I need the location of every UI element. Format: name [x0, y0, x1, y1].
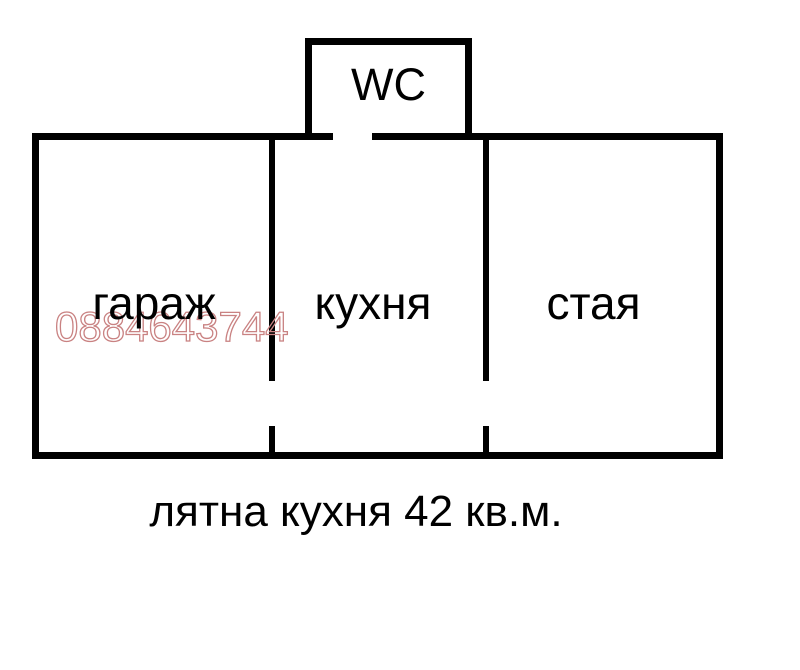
wall-wc-left [305, 38, 312, 140]
caption: лятна кухня 42 кв.м. [149, 487, 563, 536]
wall-divider-right-lower [483, 426, 489, 452]
wall-main-top-right [372, 133, 723, 140]
wall-wc-top [305, 38, 472, 45]
wall-main-top-left [32, 133, 333, 140]
wall-divider-left-upper [269, 140, 275, 381]
room-label-living: стая [546, 277, 641, 329]
wall-divider-left-lower [269, 426, 275, 452]
room-label-kitchen: кухня [314, 277, 432, 329]
room-label-wc: WC [351, 59, 426, 110]
wall-wc-right [465, 38, 472, 140]
wall-main-left [32, 133, 39, 459]
wall-main-right [716, 133, 723, 459]
wall-main-bottom [32, 452, 723, 459]
room-label-garage: гараж [92, 277, 216, 329]
wall-divider-right-upper [483, 140, 489, 381]
